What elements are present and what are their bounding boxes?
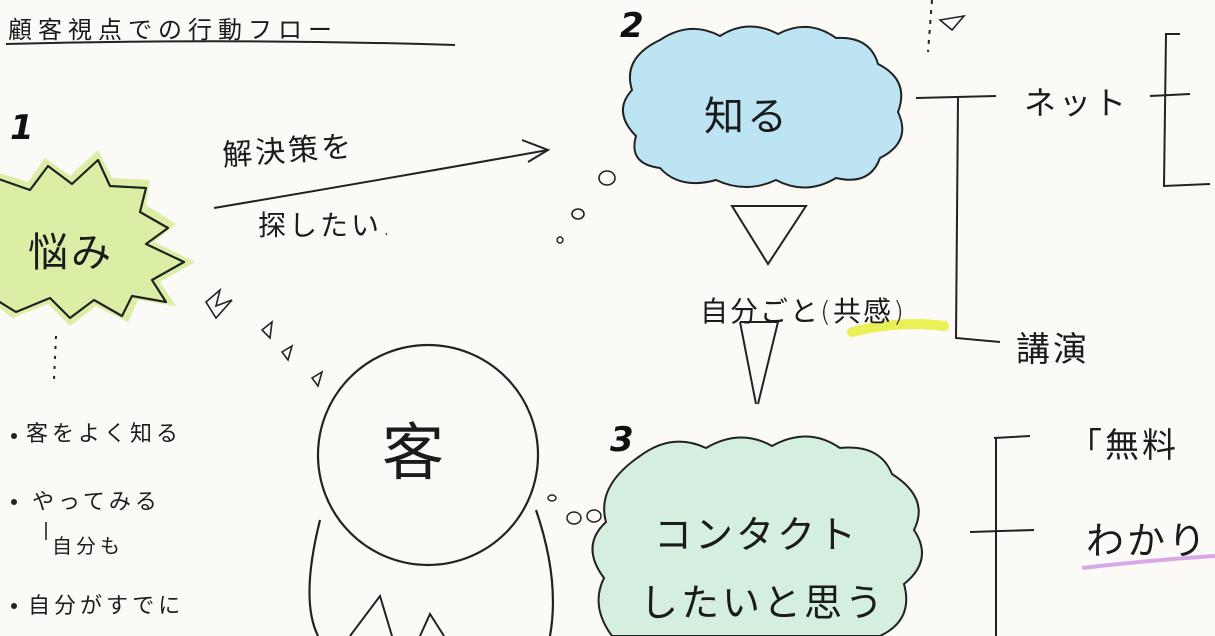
bracket-top <box>915 95 997 99</box>
thought-dot <box>571 208 585 220</box>
dotted-connector <box>53 335 57 381</box>
funnel-top <box>730 205 808 266</box>
worry-burst-fill <box>0 150 195 326</box>
customer-arm-right <box>419 611 445 636</box>
worry-burst-outline <box>0 158 186 320</box>
step-3-label-line2: したいと思う <box>640 581 887 625</box>
bullet-dot <box>11 603 17 609</box>
contact-cloud <box>591 435 923 636</box>
customer-body-right <box>534 509 554 636</box>
spark-icon <box>260 320 274 340</box>
step-2-label: 知る <box>704 94 790 140</box>
customer-head <box>316 343 540 567</box>
bullet-dot <box>11 499 17 505</box>
free-text: 「無料 <box>1068 426 1179 466</box>
channel-lecture: 講演 <box>1016 330 1090 370</box>
easy-text: わかり <box>1086 519 1210 563</box>
step-3-label: コンタクト <box>654 513 860 557</box>
customer-label: 客 <box>382 416 448 489</box>
title-underline <box>5 40 456 46</box>
right-bracket <box>1162 33 1211 188</box>
bullet-already: 自分がすでに <box>28 594 185 619</box>
bracket-3-top <box>993 435 1031 439</box>
step-3-number: 3 <box>610 420 634 460</box>
step-1-number: 1 <box>10 108 34 148</box>
bracket-3-tick <box>969 529 1035 533</box>
customer-body-left <box>308 519 322 636</box>
right-bracket-tick <box>1149 93 1191 97</box>
step-2-number: 2 <box>620 6 644 46</box>
page-title: 顧客視点での行動フロー <box>8 16 338 44</box>
bullet-dot <box>11 433 17 439</box>
empathy-prefix: 自分ごと( <box>700 295 833 328</box>
thought-dot <box>566 511 582 525</box>
bullet-try-it: やってみる <box>32 490 161 515</box>
thought-dot <box>598 170 616 186</box>
dashed-line <box>927 0 933 53</box>
thought-dot <box>586 509 602 523</box>
arrow-text-line1: 解決策を <box>221 129 356 174</box>
channel-net: ネット <box>1024 84 1130 122</box>
funnel-bottom <box>740 321 780 405</box>
spark-icon <box>204 287 233 320</box>
bracket-stem <box>954 97 1001 343</box>
funnel-bottom-side <box>739 321 757 405</box>
empathy-suffix: ) <box>892 295 906 328</box>
customer-arm-left <box>349 593 393 636</box>
bullet-know-customer: 客をよく知る <box>26 422 183 447</box>
spark-icon <box>280 344 294 362</box>
pink-underline <box>1081 554 1215 570</box>
arrow-text-line2: 探したい. <box>258 209 394 242</box>
flow-arrow-head <box>521 139 551 163</box>
thought-dot <box>547 494 557 502</box>
know-cloud <box>622 25 904 189</box>
flow-arrow-line <box>213 149 549 209</box>
thought-dot <box>556 236 564 244</box>
small-arrow-mark <box>938 14 967 32</box>
spark-icon <box>310 370 324 388</box>
empathy-highlight <box>847 319 949 337</box>
bullet-try-it-sub: 自分も <box>52 534 124 558</box>
empathy-highlight-text: 共感 <box>832 295 893 328</box>
step-1-label: 悩み <box>28 230 114 276</box>
empathy-text: 自分ごと(共感) <box>700 290 906 330</box>
